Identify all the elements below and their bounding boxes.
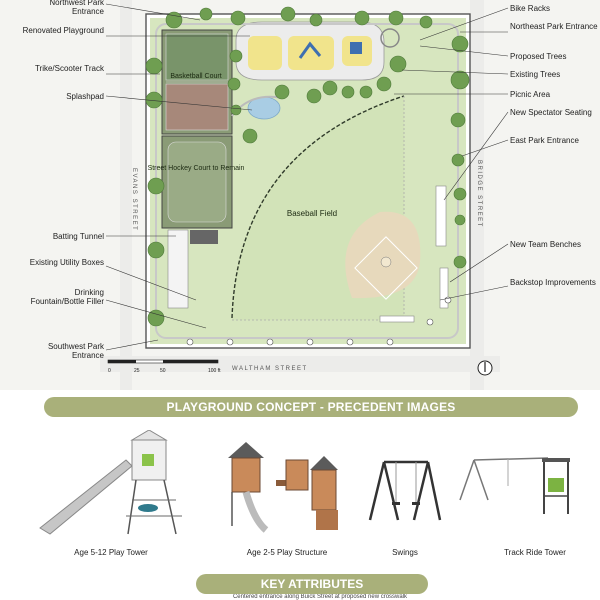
caption-play-structure: Age 2-5 Play Structure bbox=[246, 548, 328, 557]
street-name-east: BRIDGE STREET bbox=[476, 160, 482, 228]
trees bbox=[145, 6, 470, 327]
basketball-court bbox=[161, 29, 233, 135]
key-attributes-banner: KEY ATTRIBUTES bbox=[196, 574, 428, 594]
label-drinking-fountain: Drinking Fountain/Bottle Filler bbox=[30, 288, 104, 306]
street-hockey-court bbox=[161, 135, 233, 229]
label-northeast-entrance: Northeast Park Entrance bbox=[510, 22, 598, 31]
play-structure-icon bbox=[228, 442, 338, 533]
label-east-entrance: East Park Entrance bbox=[510, 136, 579, 145]
label-trike-track: Trike/Scooter Track bbox=[34, 64, 104, 73]
label-utility-boxes: Existing Utility Boxes bbox=[29, 258, 104, 267]
key-attributes-text: Centered entrance along Buick Street at … bbox=[232, 594, 408, 600]
label-existing-trees: Existing Trees bbox=[510, 70, 561, 79]
north-arrow-icon bbox=[477, 360, 493, 376]
playground-concept-banner: PLAYGROUND CONCEPT - PRECEDENT IMAGES bbox=[44, 397, 578, 417]
label-proposed-trees: Proposed Trees bbox=[510, 52, 567, 61]
hockey-label: Street Hockey Court to Remain bbox=[148, 165, 245, 172]
label-splashpad: Splashpad bbox=[66, 92, 104, 101]
baseball-field-label: Baseball Field bbox=[287, 209, 337, 218]
svg-text:100 ft: 100 ft bbox=[208, 368, 221, 374]
caption-track-ride: Track Ride Tower bbox=[504, 548, 566, 557]
label-team-benches: New Team Benches bbox=[510, 240, 581, 249]
caption-swings: Swings bbox=[392, 548, 418, 557]
swings-icon bbox=[368, 460, 442, 521]
label-renovated-playground: Renovated Playground bbox=[22, 26, 104, 35]
svg-text:0: 0 bbox=[108, 368, 111, 374]
play-tower-icon bbox=[39, 430, 182, 535]
label-southwest-entrance: Southwest Park Entrance bbox=[47, 342, 104, 360]
label-batting-tunnel: Batting Tunnel bbox=[52, 232, 104, 241]
label-picnic-area: Picnic Area bbox=[510, 90, 551, 99]
label-northwest-entrance: Northwest Park Entrance bbox=[49, 0, 104, 16]
svg-text:50: 50 bbox=[160, 368, 166, 374]
basketball-label: Basketball Court bbox=[170, 73, 221, 80]
label-bike-racks: Bike Racks bbox=[510, 4, 551, 13]
track-ride-icon bbox=[459, 457, 570, 514]
label-spectator-seating: New Spectator Seating bbox=[510, 108, 592, 117]
street-name-south: WALTHAM STREET bbox=[232, 366, 308, 372]
street-name-west: EVANS STREET bbox=[131, 168, 137, 231]
playground-area bbox=[235, 21, 400, 81]
caption-play-tower: Age 5-12 Play Tower bbox=[74, 548, 148, 557]
site-plan-map: EVANS STREET BRIDGE STREET WALTHAM STREE… bbox=[0, 0, 600, 390]
baseball-field bbox=[231, 95, 421, 321]
scale-bar: 0 25 50 100 ft bbox=[107, 359, 221, 374]
svg-text:25: 25 bbox=[134, 368, 140, 374]
label-backstop: Backstop Improvements bbox=[510, 278, 596, 287]
